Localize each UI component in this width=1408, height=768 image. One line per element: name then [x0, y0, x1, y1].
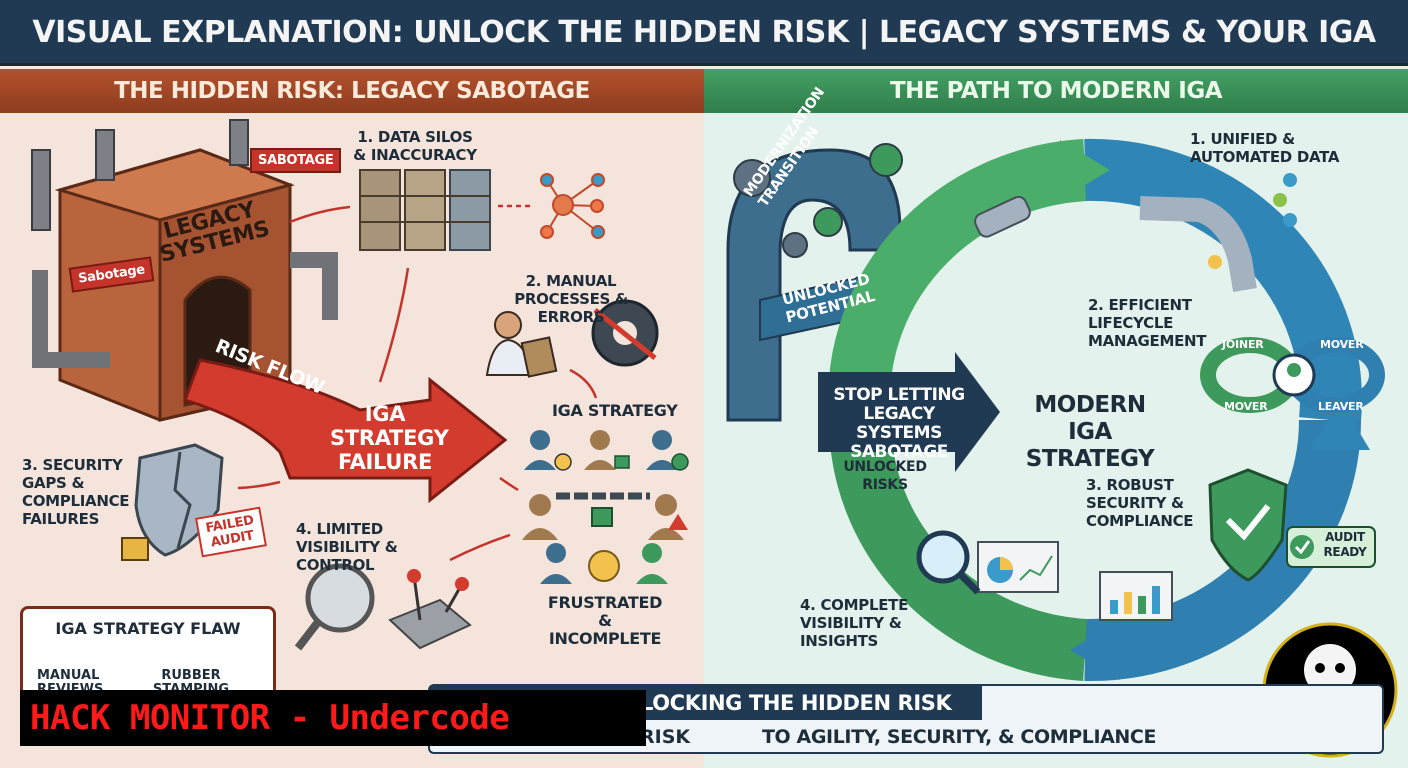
step3-security-gaps: 3. SECURITY GAPS & COMPLIANCE FAILURES: [22, 456, 130, 528]
banner-risk-text: RISK: [640, 726, 691, 748]
strategy-flaw-box: IGA STRATEGY FLAW MANUAL REVIEWS RUBBER …: [20, 606, 276, 706]
watermark-overlay: HACK MONITOR - Undercode: [20, 690, 646, 746]
sabotage-tag-top: SABOTAGE: [250, 148, 342, 173]
worker-icon: [485, 311, 558, 378]
filing-cabinets-icon: [359, 169, 491, 251]
lifecycle-loop-icon: [1200, 337, 1385, 413]
audit-ready-label: AUDIT READY: [1323, 530, 1367, 559]
banner-agility-text: TO AGILITY, SECURITY, & COMPLIANCE: [762, 726, 1157, 748]
right-step2-lifecycle: 2. EFFICIENT LIFECYCLE MANAGEMENT: [1088, 296, 1207, 350]
control-levers-icon: [388, 569, 472, 650]
broken-gear-icon: [591, 299, 659, 367]
lifecycle-leaver: LEAVER: [1318, 400, 1364, 413]
stop-sabotage-label: STOP LETTING LEGACY SYSTEMS SABOTAGE: [833, 385, 965, 462]
page-title: VISUAL EXPLANATION: UNLOCK THE HIDDEN RI…: [0, 0, 1408, 116]
data-network-icon: [540, 173, 605, 239]
modern-iga-strategy-label: MODERN IGA STRATEGY: [1025, 392, 1155, 472]
failure-label: IGA STRATEGY FAILURE: [330, 402, 449, 474]
modern-iga-cycle: [828, 138, 1370, 682]
risk-flow-arrow: [183, 358, 508, 504]
chain-people-icons: [522, 492, 688, 540]
frustrated-people-icons: [540, 543, 668, 584]
right-step3-security: 3. ROBUST SECURITY & COMPLIANCE: [1086, 476, 1194, 530]
right-step4-visibility: 4. COMPLETE VISIBILITY & INSIGHTS: [800, 596, 909, 650]
security-shield-icon: [1208, 468, 1288, 582]
lifecycle-mover-bottom: MOVER: [1224, 400, 1268, 413]
lifecycle-joiner: JOINER: [1222, 338, 1264, 351]
step1-data-silos: 1. DATA SILOS & INACCURACY: [353, 128, 477, 164]
step4-limited-visibility: 4. LIMITED VISIBILITY & CONTROL: [296, 520, 398, 574]
right-step1-unified-data: 1. UNIFIED & AUTOMATED DATA: [1190, 130, 1340, 166]
connector-arrows: [237, 204, 598, 562]
magnifier-right-icon: [916, 530, 981, 595]
frustrated-label: FRUSTRATED & INCOMPLETE: [547, 593, 663, 648]
gear-icons: [733, 143, 903, 258]
iga-strategy-label: IGA STRATEGY: [552, 401, 678, 420]
data-pipe-icon: [974, 173, 1297, 292]
step2-manual-processes: 2. MANUAL PROCESSES & ERRORS: [514, 272, 628, 326]
legacy-building-icon: [31, 119, 338, 422]
right-section-header: THE PATH TO MODERN IGA: [704, 69, 1408, 113]
stop-arrow: [818, 352, 1000, 472]
magnifier-icon: [294, 563, 375, 651]
dashboard-icon: [977, 541, 1173, 621]
unlocked-risks-label: UNLOCKED RISKS: [843, 459, 927, 493]
iga-people-icons: [524, 430, 689, 471]
lifecycle-mover-top: MOVER: [1320, 338, 1364, 351]
left-section-header: THE HIDDEN RISK: LEGACY SABOTAGE: [0, 69, 704, 113]
audit-ready-badge: [1286, 526, 1376, 568]
flaw-title: IGA STRATEGY FLAW: [55, 619, 241, 638]
